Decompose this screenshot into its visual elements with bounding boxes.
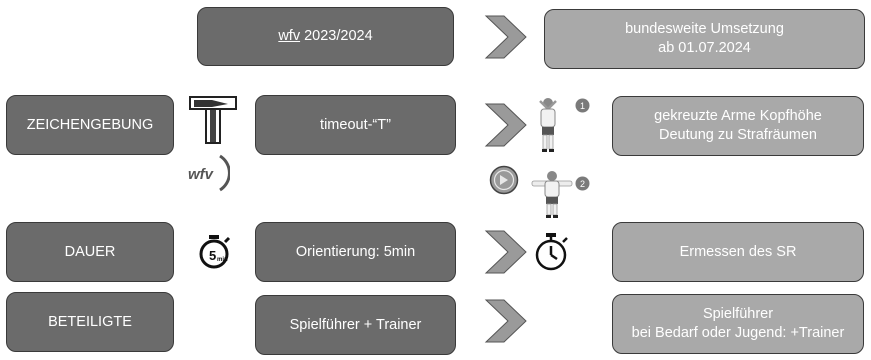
signal-label-box: ZEICHENGEBUNG <box>6 95 174 155</box>
step-1-badge: 1 <box>575 98 590 113</box>
signal-new-box: gekreuzte Arme Kopfhöhe Deutung zu Straf… <box>612 96 864 156</box>
chevron-right-icon <box>484 103 527 147</box>
participants-old: Spielführer + Trainer <box>289 316 422 333</box>
signal-new-line1: gekreuzte Arme Kopfhöhe <box>654 108 822 124</box>
step-2-number: 2 <box>580 179 585 189</box>
participants-old-box: Spielführer + Trainer <box>255 295 456 355</box>
wfv-logo-icon: wfv <box>188 154 230 192</box>
chevron-right-icon <box>484 15 527 59</box>
signal-new-line2: Deutung zu Strafräumen <box>659 127 817 143</box>
duration-label-box: DAUER <box>6 222 174 282</box>
wfv-logo-text: wfv <box>188 166 215 183</box>
duration-new-box: Ermessen des SR <box>612 222 864 282</box>
dfb-logo-icon <box>489 165 519 195</box>
step-2-badge: 2 <box>575 176 590 191</box>
duration-old: Orientierung: 5min <box>295 243 416 260</box>
participants-new-line2: bei Bedarf oder Jugend: +Trainer <box>631 325 845 341</box>
participants-label: BETEILIGTE <box>48 313 132 330</box>
rollout-line1: bundesweite Umsetzung <box>625 21 784 37</box>
hammer-icon <box>189 96 237 144</box>
rollout-line2: ab 01.07.2024 <box>658 40 751 56</box>
referee-arms-crossed-icon <box>539 98 557 152</box>
stopwatch-5min-icon: 5 min <box>199 235 231 269</box>
season-years: 2023/2024 <box>300 28 373 44</box>
season-box: wfv 2023/2024 <box>197 7 454 66</box>
chevron-right-icon <box>484 230 527 274</box>
duration-new: Ermessen des SR <box>679 243 797 260</box>
stopwatch-number: 5 <box>209 248 216 263</box>
rollout-box: bundesweite Umsetzung ab 01.07.2024 <box>544 9 865 69</box>
signal-old: timeout-“T” <box>320 116 391 133</box>
stopwatch-unit: min <box>217 257 228 263</box>
participants-label-box: BETEILIGTE <box>6 292 174 352</box>
participants-new-line1: Spielführer <box>702 306 774 322</box>
step-1-number: 1 <box>580 101 585 111</box>
duration-old-box: Orientierung: 5min <box>255 222 456 282</box>
signal-old-box: timeout-“T” <box>255 95 456 155</box>
signal-label: ZEICHENGEBUNG <box>26 116 154 133</box>
duration-label: DAUER <box>64 243 116 260</box>
stopwatch-icon <box>535 233 568 271</box>
chevron-right-icon <box>484 299 527 343</box>
referee-arms-out-icon <box>531 171 573 218</box>
participants-new-box: Spielführer bei Bedarf oder Jugend: +Tra… <box>612 294 864 354</box>
season-org: wfv <box>278 28 301 44</box>
